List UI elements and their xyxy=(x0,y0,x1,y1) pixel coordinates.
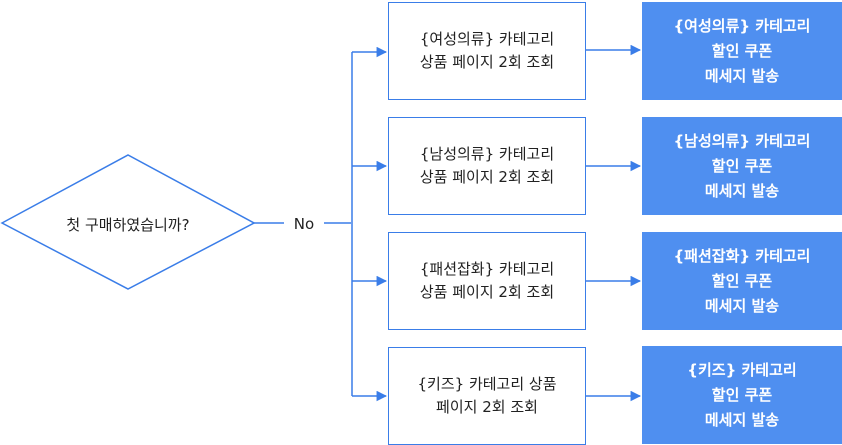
action-box-accessories: {패션잡화} 카테고리 할인 쿠폰 메세지 발송 xyxy=(642,232,842,330)
action-line: {패션잡화} 카테고리 xyxy=(673,246,811,265)
condition-line: 상품 페이지 2회 조회 xyxy=(419,53,555,71)
condition-line: {패션잡화} 카테고리 xyxy=(419,260,555,278)
condition-line: 상품 페이지 2회 조회 xyxy=(419,168,555,186)
action-line: 할인 쿠폰 xyxy=(711,156,773,175)
action-line: 할인 쿠폰 xyxy=(711,271,773,290)
condition-line: {키즈} 카테고리 상품 xyxy=(417,375,557,393)
action-line: {여성의류} 카테고리 xyxy=(673,16,811,35)
condition-box-womens: {여성의류} 카테고리 상품 페이지 2회 조회 xyxy=(388,2,586,100)
action-line: 메세지 발송 xyxy=(704,181,780,200)
condition-line: {남성의류} 카테고리 xyxy=(419,145,555,163)
action-box-mens: {남성의류} 카테고리 할인 쿠폰 메세지 발송 xyxy=(642,117,842,215)
action-line: {키즈} 카테고리 xyxy=(687,360,797,379)
action-box-womens: {여성의류} 카테고리 할인 쿠폰 메세지 발송 xyxy=(642,2,842,100)
action-box-kids: {키즈} 카테고리 할인 쿠폰 메세지 발송 xyxy=(642,346,842,444)
condition-line: 상품 페이지 2회 조회 xyxy=(419,283,555,301)
decision-label-text: 첫 구매하였습니까? xyxy=(66,215,190,234)
edge-label-no: No xyxy=(284,212,324,236)
action-line: 메세지 발송 xyxy=(704,296,780,315)
condition-line: {여성의류} 카테고리 xyxy=(419,30,555,48)
action-line: 할인 쿠폰 xyxy=(711,41,773,60)
action-line: {남성의류} 카테고리 xyxy=(673,131,811,150)
action-line: 메세지 발송 xyxy=(704,410,780,429)
condition-line: 페이지 2회 조회 xyxy=(436,398,538,416)
condition-box-accessories: {패션잡화} 카테고리 상품 페이지 2회 조회 xyxy=(388,232,586,330)
action-line: 메세지 발송 xyxy=(704,66,780,85)
edge-label-text: No xyxy=(293,215,315,233)
condition-box-mens: {남성의류} 카테고리 상품 페이지 2회 조회 xyxy=(388,117,586,215)
action-line: 할인 쿠폰 xyxy=(711,385,773,404)
decision-label: 첫 구매하였습니까? xyxy=(0,206,256,242)
condition-box-kids: {키즈} 카테고리 상품 페이지 2회 조회 xyxy=(388,347,586,445)
